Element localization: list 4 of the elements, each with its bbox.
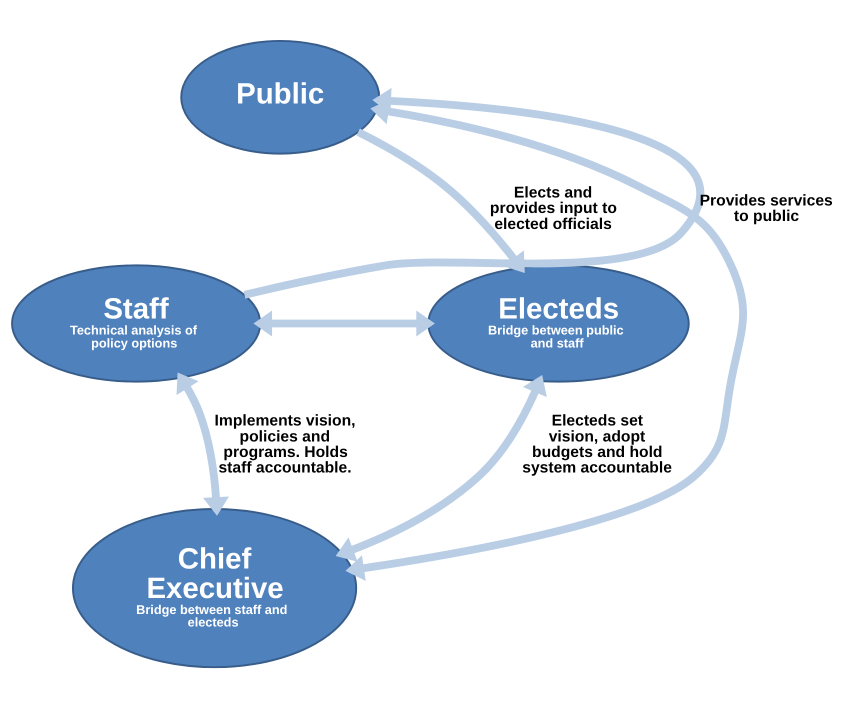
edge-label: Electeds set vision, adopt budgets and hold system accountable [522, 412, 672, 476]
edge-label: Elects and provides input to elected officials [490, 184, 617, 232]
edge-label: Implements vision, policies and programs. Holds staff accountable. [214, 412, 356, 476]
edge-label: Provides services to public [700, 192, 833, 225]
